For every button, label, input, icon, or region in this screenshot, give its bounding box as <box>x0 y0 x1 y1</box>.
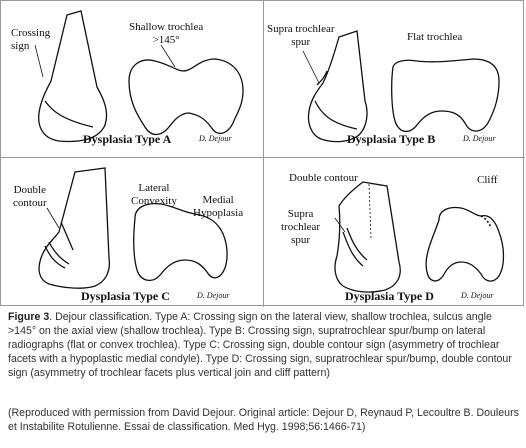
double-contour-pointer <box>368 183 372 239</box>
medial-hypoplasia-label: Medial Hypoplasia <box>193 194 244 219</box>
spur-pointer <box>334 217 346 233</box>
type-b-drawing <box>302 30 500 143</box>
type-b-credit: D. Dejour <box>463 134 496 143</box>
double-contour-pointer <box>46 207 60 229</box>
panel-type-c: Double contour Lateral Convexity Medial … <box>1 158 263 314</box>
panel-type-b: Supra trochlear spur Flat trochlea Dyspl… <box>263 1 525 157</box>
type-c-drawing <box>38 167 228 289</box>
type-d-credit: D. Dejour <box>461 291 494 300</box>
supra-trochlear-spur-label: Supra trochlear spur <box>281 208 321 246</box>
vertical-divider <box>263 1 264 307</box>
cliff-marker <box>480 215 492 229</box>
crossing-sign-label: Crossing sign <box>11 27 51 52</box>
type-d-title: Dysplasia Type D <box>345 289 434 303</box>
figure-panel-grid: Crossing sign Shallow trochlea >145° Dys… <box>0 0 525 307</box>
cliff-label: Cliff <box>477 174 498 186</box>
caption-text: . Dejour classification. Type A: Crossin… <box>8 311 512 379</box>
panel-type-d: Double contour Cliff Supra trochlear spu… <box>263 158 525 314</box>
type-c-credit: D. Dejour <box>197 291 230 300</box>
flat-trochlea-label: Flat trochlea <box>407 31 463 43</box>
crossing-sign-pointer <box>34 44 44 78</box>
reproduction-note: (Reproduced with permission from David D… <box>8 407 519 433</box>
type-a-drawing <box>34 10 244 143</box>
figure-caption: Figure 3. Dejour classification. Type A:… <box>8 310 520 380</box>
type-a-title: Dysplasia Type A <box>83 132 172 146</box>
spur-pointer <box>302 50 320 84</box>
type-a-credit: D. Dejour <box>199 134 232 143</box>
double-contour-label: Double contour <box>13 184 47 209</box>
type-b-title: Dysplasia Type B <box>347 132 436 146</box>
type-c-title: Dysplasia Type C <box>81 289 170 303</box>
supra-trochlear-spur-label: Supra trochlear spur <box>267 23 335 48</box>
shallow-trochlea-pointer <box>160 44 176 68</box>
lateral-convexity-label: Lateral Convexity <box>131 182 177 207</box>
type-d-drawing <box>334 181 505 293</box>
panel-type-a: Crossing sign Shallow trochlea >145° Dys… <box>1 1 263 157</box>
shallow-trochlea-label: Shallow trochlea >145° <box>129 21 204 46</box>
double-contour-label: Double contour <box>289 172 358 184</box>
figure-label: Figure 3 <box>8 311 50 323</box>
